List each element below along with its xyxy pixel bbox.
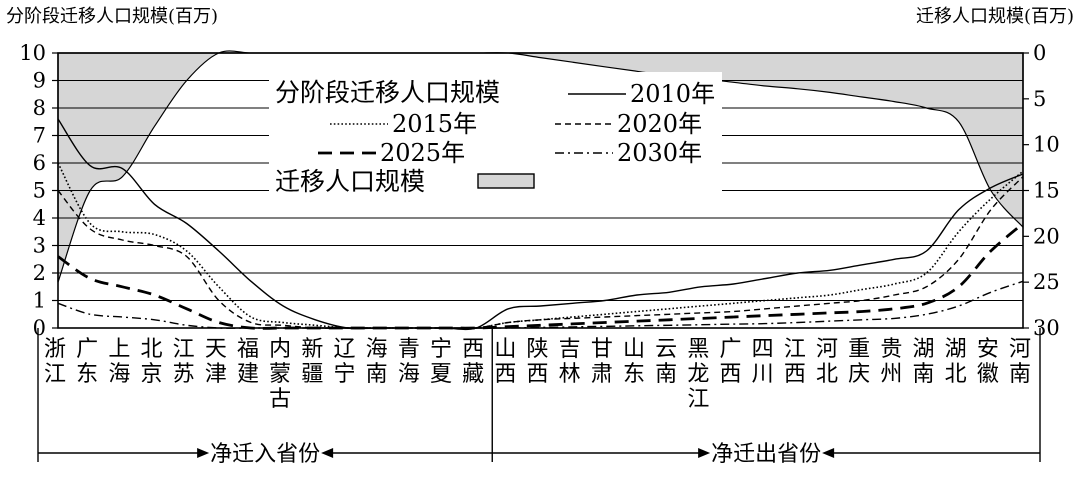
left-tick-label: 4: [33, 206, 46, 230]
category-label: 宁夏: [430, 337, 452, 387]
category-label: 湖北: [945, 337, 967, 387]
category-label: 江西: [784, 337, 806, 387]
category-label: 湖南: [912, 337, 934, 387]
left-tick-label: 8: [33, 96, 46, 120]
series-line-2: [57, 162, 1024, 330]
category-label: 安徽: [977, 337, 999, 387]
category-label: 四川: [752, 337, 774, 387]
category-label: 内蒙古: [269, 337, 291, 412]
left-tick-label: 2: [33, 261, 46, 285]
category-label: 福建: [237, 337, 259, 387]
legend-label: 2025年: [380, 139, 465, 167]
arrow-right-icon: [698, 448, 711, 458]
group-label: 净迁入省份: [210, 442, 320, 467]
category-label: 云南: [655, 337, 677, 387]
category-label: 黑龙江: [687, 337, 709, 412]
left-tick-label: 3: [33, 234, 46, 258]
series-line-1: [57, 118, 1024, 331]
left-tick-label: 5: [33, 179, 46, 203]
arrow-right-icon: [197, 448, 210, 458]
legend-label: 2015年: [392, 110, 477, 138]
right-tick-label: 5: [1033, 87, 1046, 111]
category-label: 山东: [623, 337, 645, 387]
series-line-4: [57, 222, 1024, 330]
category-label: 贵州: [880, 337, 902, 387]
left-tick-label: 7: [33, 124, 46, 148]
legend-label: 2030年: [617, 139, 702, 167]
group-label: 净迁出省份: [711, 442, 821, 467]
category-label: 陕西: [526, 337, 548, 387]
category-label: 河南: [1009, 337, 1031, 387]
left-axis-title: 分阶段迁移人口规模(百万): [6, 6, 218, 27]
left-tick-label: 1: [33, 289, 46, 313]
category-label: 重庆: [848, 337, 870, 387]
left-tick-label: 6: [33, 151, 46, 175]
category-label: 甘肃: [591, 337, 613, 387]
category-label: 浙江: [44, 337, 66, 387]
category-label: 新疆: [301, 337, 323, 387]
category-label: 天津: [205, 337, 227, 387]
right-tick-label: 15: [1033, 179, 1060, 203]
axes-layer: 0 1 2 3 4 5 6 7 8 9 10 0 5 10 15 20 25 30: [19, 41, 1059, 340]
right-tick-label: 0: [1033, 41, 1046, 65]
category-label: 吉林: [559, 337, 581, 387]
category-label: 上海: [108, 337, 130, 387]
right-tick-label: 20: [1033, 224, 1060, 248]
right-tick-label: 25: [1033, 270, 1060, 294]
label-layer: 浙江广东上海北京江苏天津福建内蒙古新疆辽宁海南青海宁夏西藏山西陕西吉林甘肃山东云…: [37, 328, 1041, 467]
category-label: 山西: [494, 337, 516, 387]
legend-label: 2020年: [617, 110, 702, 138]
left-tick-label: 9: [33, 69, 46, 93]
legend-area-swatch: [477, 173, 535, 189]
category-label: 西藏: [462, 337, 484, 387]
legend-area-label: 迁移人口规模: [275, 167, 425, 196]
legend-label: 2010年: [630, 80, 715, 108]
category-label: 北京: [140, 337, 162, 387]
left-tick-label: 10: [19, 41, 46, 65]
arrow-left-icon: [321, 448, 334, 458]
category-label: 辽宁: [333, 337, 355, 387]
series-line-5: [57, 280, 1024, 329]
right-axis-title: 迁移人口规模(百万): [916, 6, 1074, 27]
right-tick-label: 10: [1033, 133, 1060, 157]
left-tick-label: 0: [33, 316, 46, 340]
category-label: 广西: [719, 337, 741, 387]
category-label: 青海: [398, 337, 420, 387]
category-label: 海南: [366, 337, 388, 387]
legend-title: 分阶段迁移人口规模: [275, 78, 500, 107]
category-label: 广东: [76, 337, 98, 387]
category-label: 江苏: [173, 337, 195, 387]
series-layer: [57, 118, 1024, 331]
arrow-left-icon: [822, 448, 835, 458]
right-tick-label: 30: [1033, 316, 1060, 340]
category-label: 河北: [816, 337, 838, 387]
